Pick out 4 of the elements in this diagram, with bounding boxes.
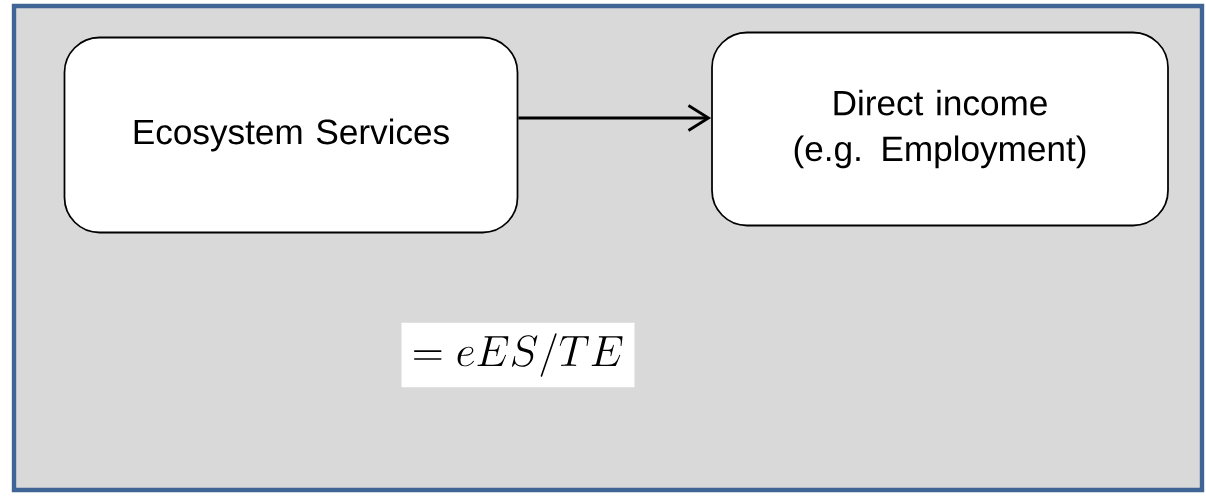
arrow — [518, 104, 712, 132]
process-box: Direct income (e.g. Employment) — [711, 31, 1169, 227]
formula: $= eES/TE$ — [401, 322, 635, 388]
process-box: Ecosystem Services — [63, 36, 519, 234]
